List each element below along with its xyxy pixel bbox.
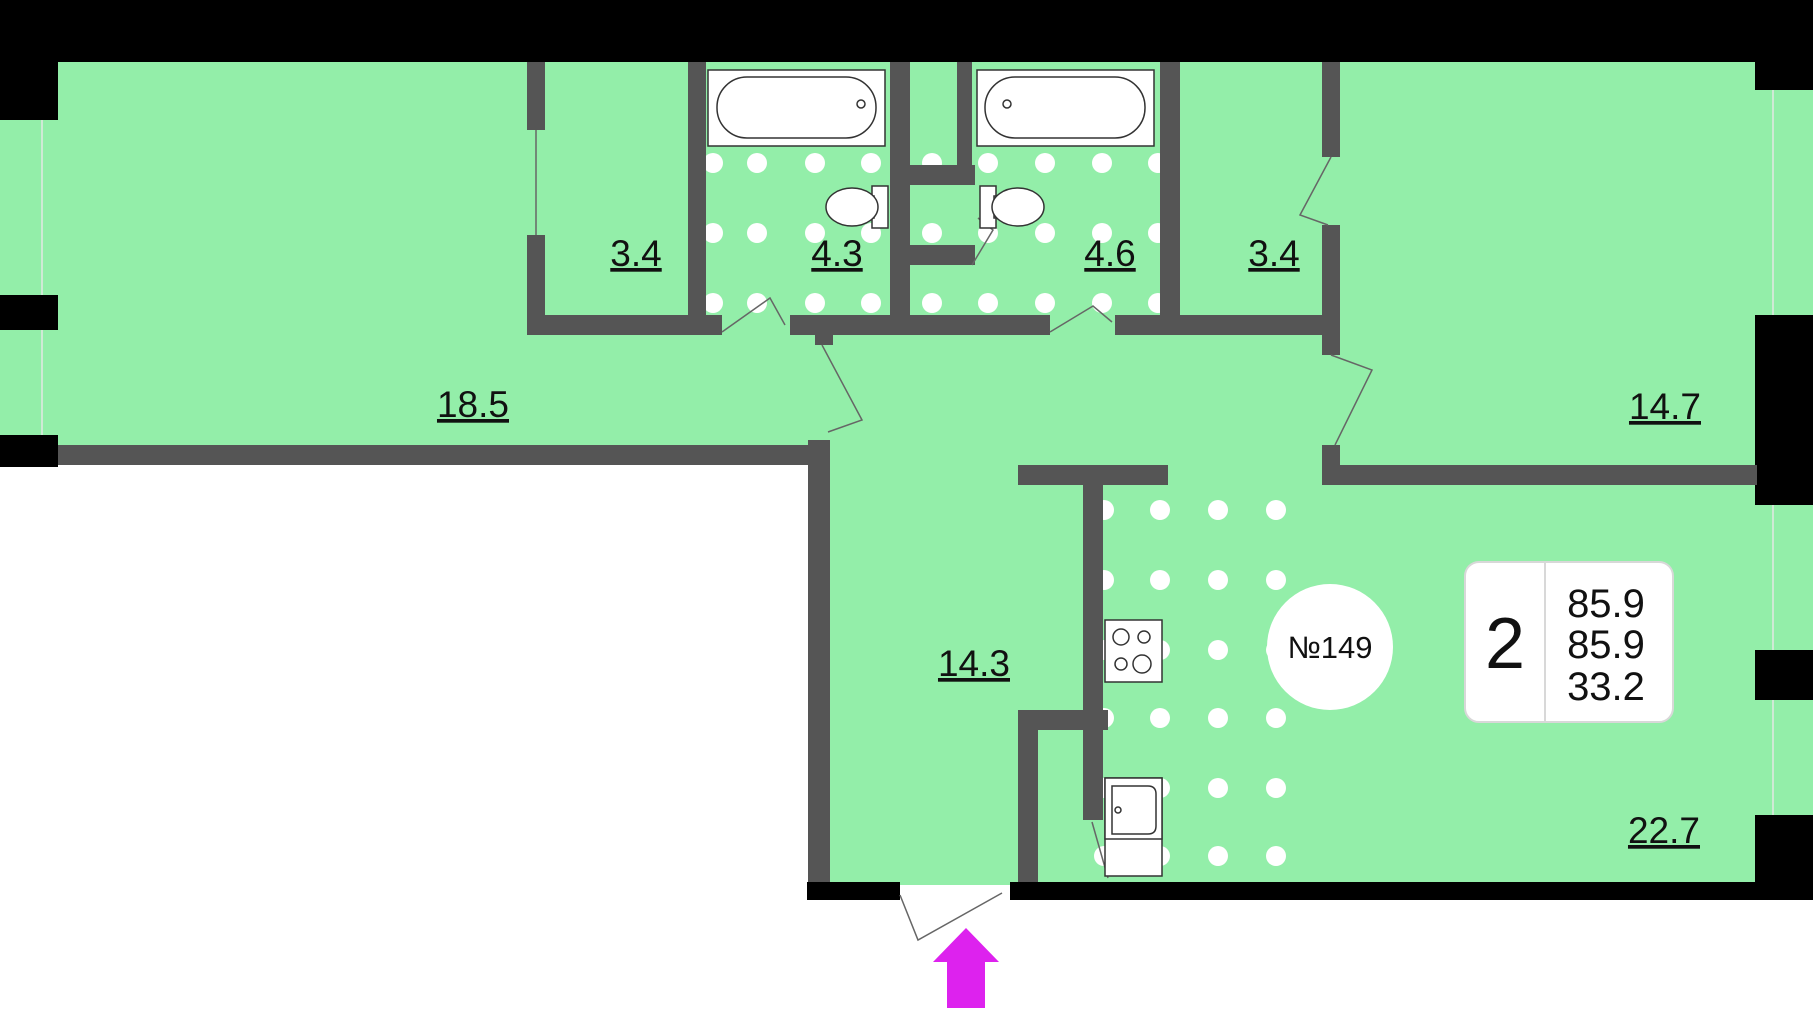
total-area: 85.9 <box>1567 582 1645 626</box>
living-area: 33.2 <box>1567 665 1645 709</box>
room-area-label: 18.5 <box>437 384 509 425</box>
room-area-label: 4.6 <box>1084 233 1135 274</box>
room-area-label: 4.3 <box>811 233 862 274</box>
tile-dots <box>703 153 1286 866</box>
bathtub-icon <box>976 69 1155 147</box>
rooms-count: 2 <box>1485 604 1525 684</box>
apartment-number: №149 <box>1288 630 1373 665</box>
room-area-label: 3.4 <box>1248 233 1299 274</box>
window-lines <box>41 90 1774 815</box>
room-labels: 18.5 3.4 4.3 4.6 3.4 14.7 14.3 22.7 <box>437 233 1701 851</box>
room-area-label: 14.7 <box>1629 386 1701 427</box>
room-area-label: 14.3 <box>938 643 1010 684</box>
apartment-number-badge: №149 <box>1267 584 1393 710</box>
inner-walls <box>58 62 1757 882</box>
sink-icon <box>1104 777 1163 877</box>
room-area-label: 22.7 <box>1628 810 1700 851</box>
info-card: 2 85.9 85.9 33.2 <box>1464 561 1674 723</box>
bathtub-icon <box>707 69 886 147</box>
area-value: 85.9 <box>1567 623 1645 667</box>
entrance-arrow-icon <box>933 928 999 1008</box>
door-swings <box>535 130 1374 942</box>
stove-icon <box>1104 619 1163 683</box>
outer-walls <box>0 0 1813 900</box>
room-area-label: 3.4 <box>610 233 661 274</box>
toilet-icon <box>979 185 1045 229</box>
toilet-icon <box>825 185 889 229</box>
